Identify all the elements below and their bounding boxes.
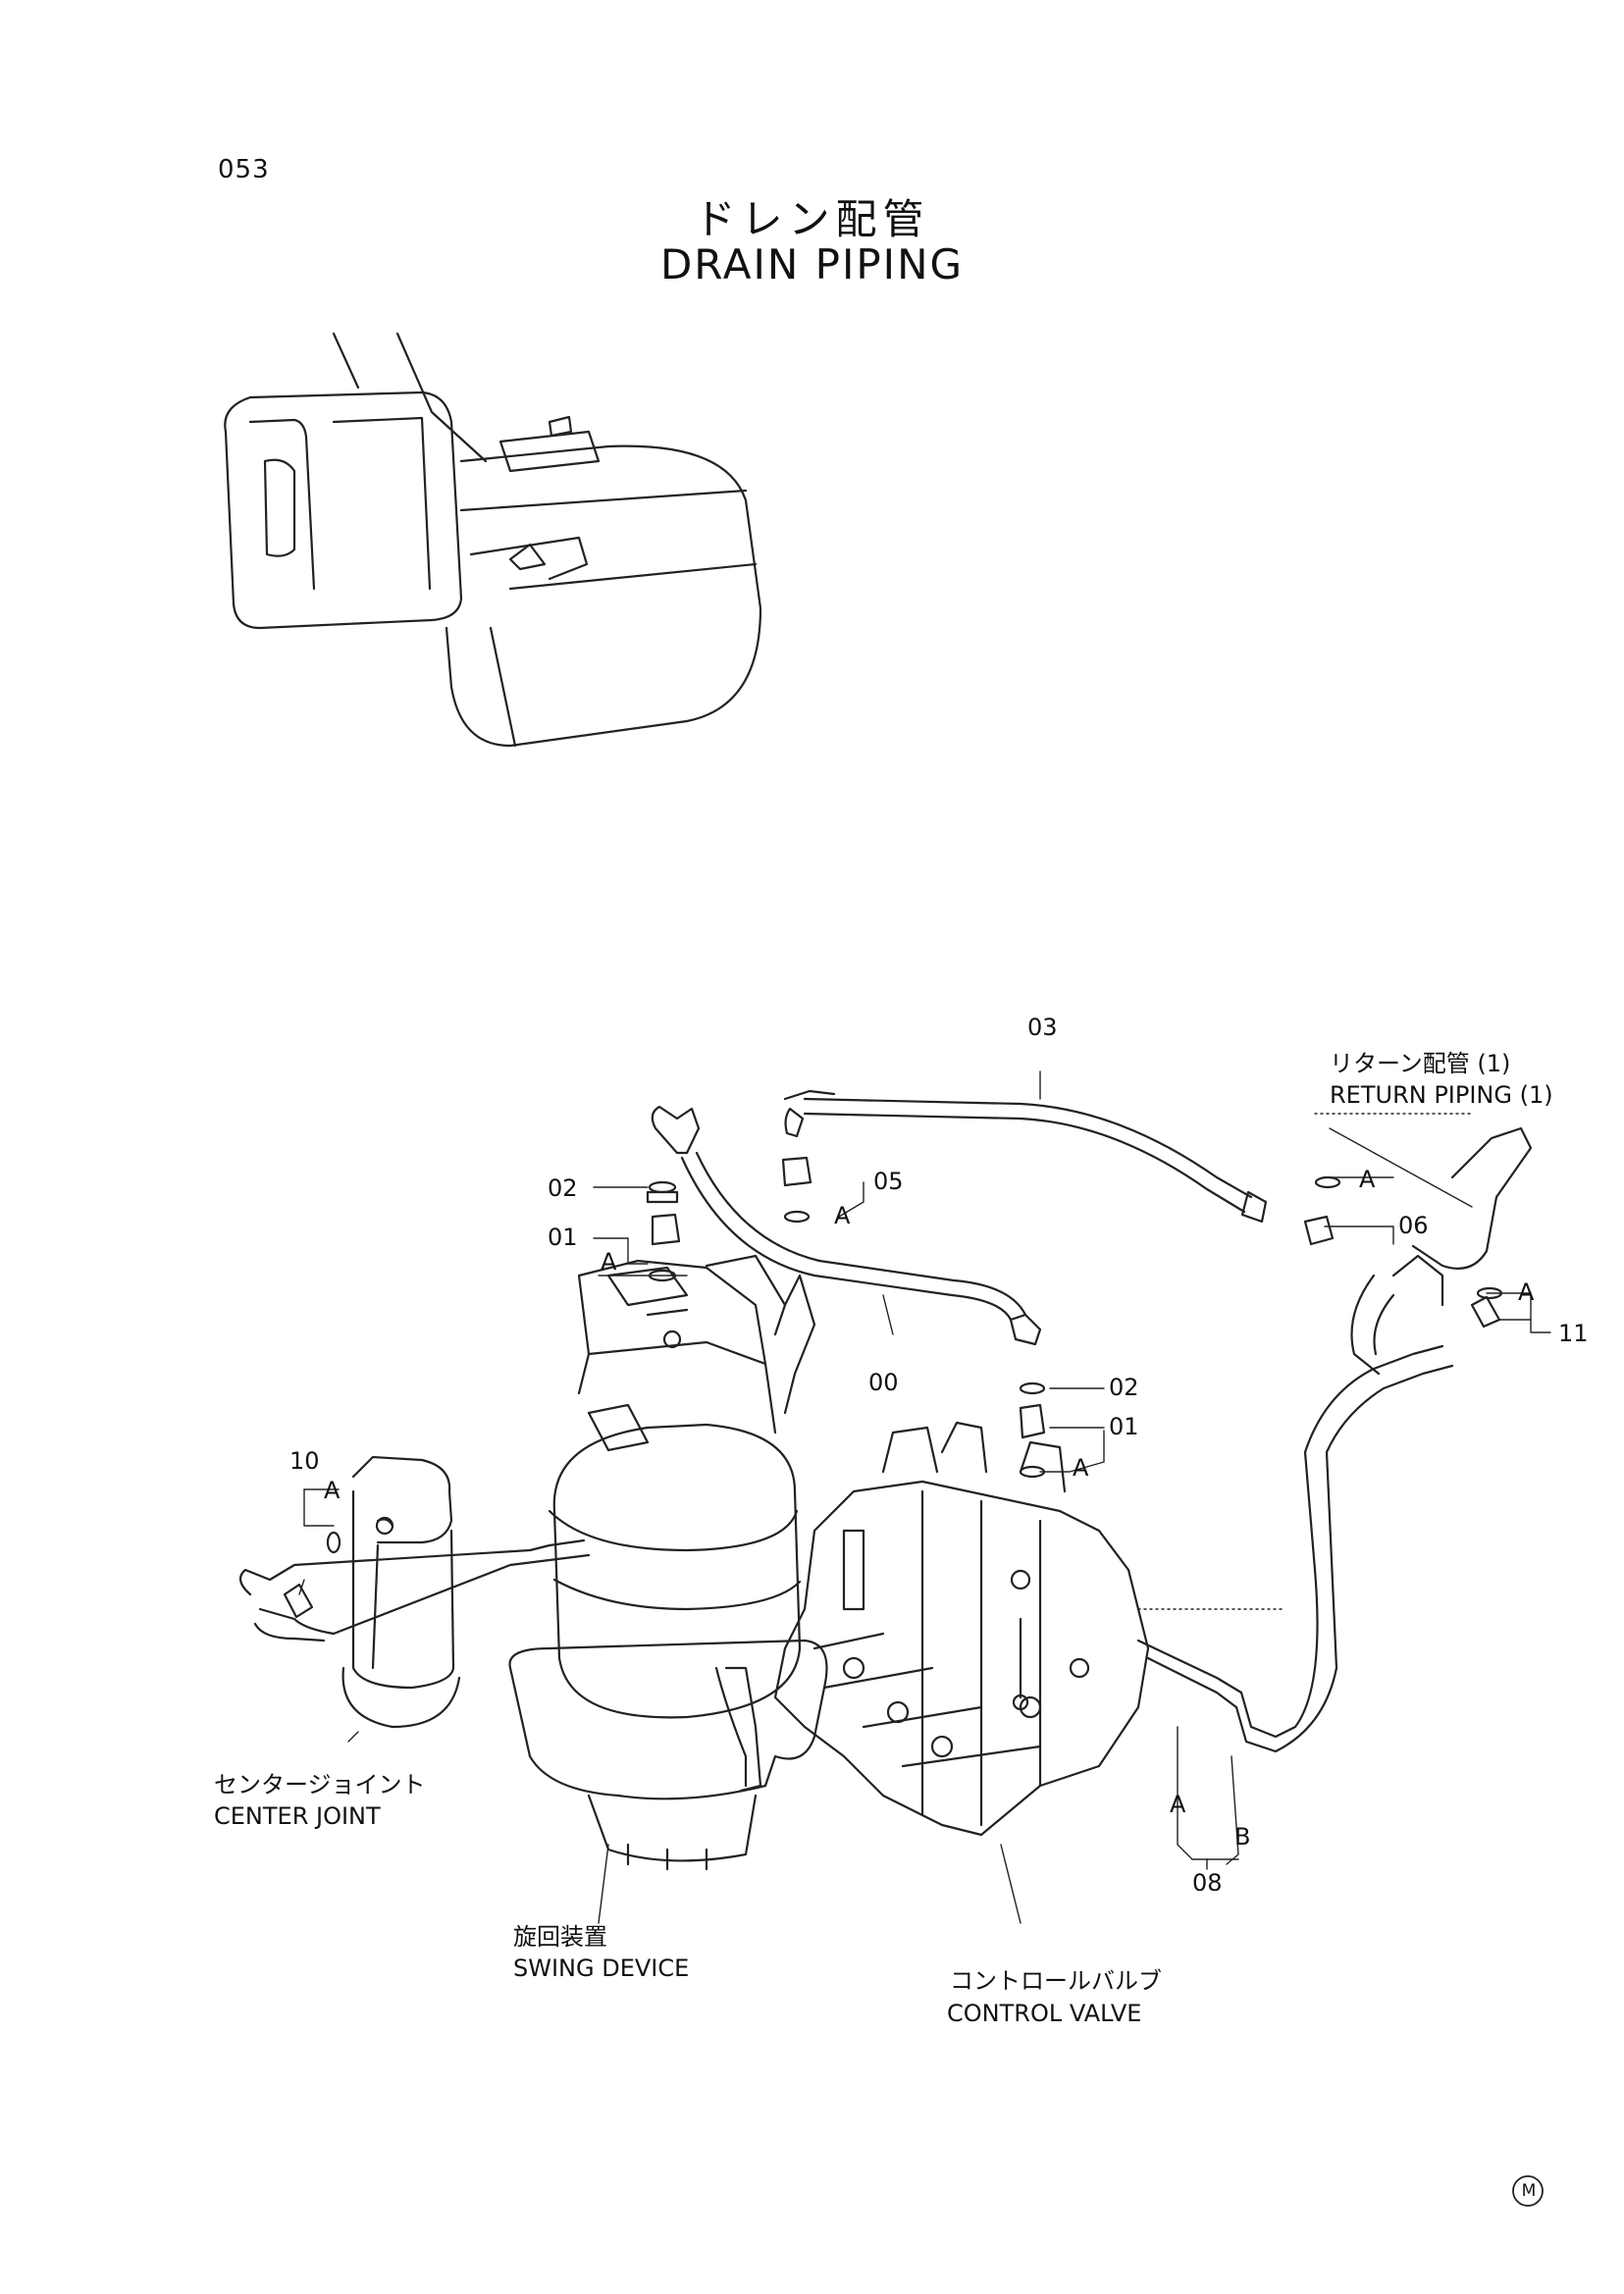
return-piping-label-en: RETURN PIPING (1) [1330, 1081, 1553, 1109]
swing-device-label-en: SWING DEVICE [513, 1955, 690, 1982]
return-piping-label-jp: リターン配管 (1) [1330, 1050, 1511, 1077]
callout-a-right-11: A [1518, 1278, 1535, 1306]
part-label-03: 03 [1027, 1014, 1058, 1041]
hoses-and-pipes [238, 1089, 1454, 1753]
return-piping-drawing [1350, 1126, 1533, 1376]
center-joint-label-jp: センタージョイント [214, 1771, 426, 1799]
callout-a-left-mid: A [601, 1248, 617, 1276]
control-valve-drawing [773, 1421, 1150, 1837]
part-label-05: 05 [873, 1168, 904, 1195]
center-joint-label-en: CENTER JOINT [214, 1802, 381, 1830]
manufacturer-mark: M [1521, 2181, 1537, 2201]
part-label-11: 11 [1558, 1320, 1589, 1347]
part-label-01-left: 01 [548, 1224, 578, 1251]
swing-device-drawing [508, 1254, 828, 1871]
title-english: DRAIN PIPING [659, 240, 965, 288]
part-label-00: 00 [868, 1369, 899, 1396]
page-number: 053 [218, 155, 270, 184]
part-label-06: 06 [1398, 1212, 1429, 1239]
title-japanese: ドレン配管 [694, 195, 930, 243]
part-label-02-left: 02 [548, 1174, 578, 1202]
callout-b-hose: B [1234, 1823, 1251, 1851]
leader-lines [298, 1070, 1551, 1924]
control-valve-label-jp: コントロールバルブ [950, 1967, 1162, 1995]
callout-a-hose: A [1170, 1791, 1186, 1818]
callout-a-joint: A [324, 1477, 341, 1504]
center-joint-drawing [341, 1455, 461, 1729]
part-label-08: 08 [1192, 1869, 1223, 1897]
excavator-overview-sketch [224, 332, 762, 748]
callout-a-center-right: A [1073, 1454, 1089, 1482]
swing-device-label-jp: 旋回装置 [513, 1923, 607, 1951]
part-label-01-right: 01 [1109, 1413, 1139, 1440]
callout-a-left-top: A [834, 1202, 851, 1229]
control-valve-label-en: CONTROL VALVE [947, 2000, 1142, 2027]
callout-a-right-06: A [1359, 1166, 1376, 1193]
part-label-02-right: 02 [1109, 1374, 1139, 1401]
part-label-10: 10 [289, 1447, 320, 1475]
